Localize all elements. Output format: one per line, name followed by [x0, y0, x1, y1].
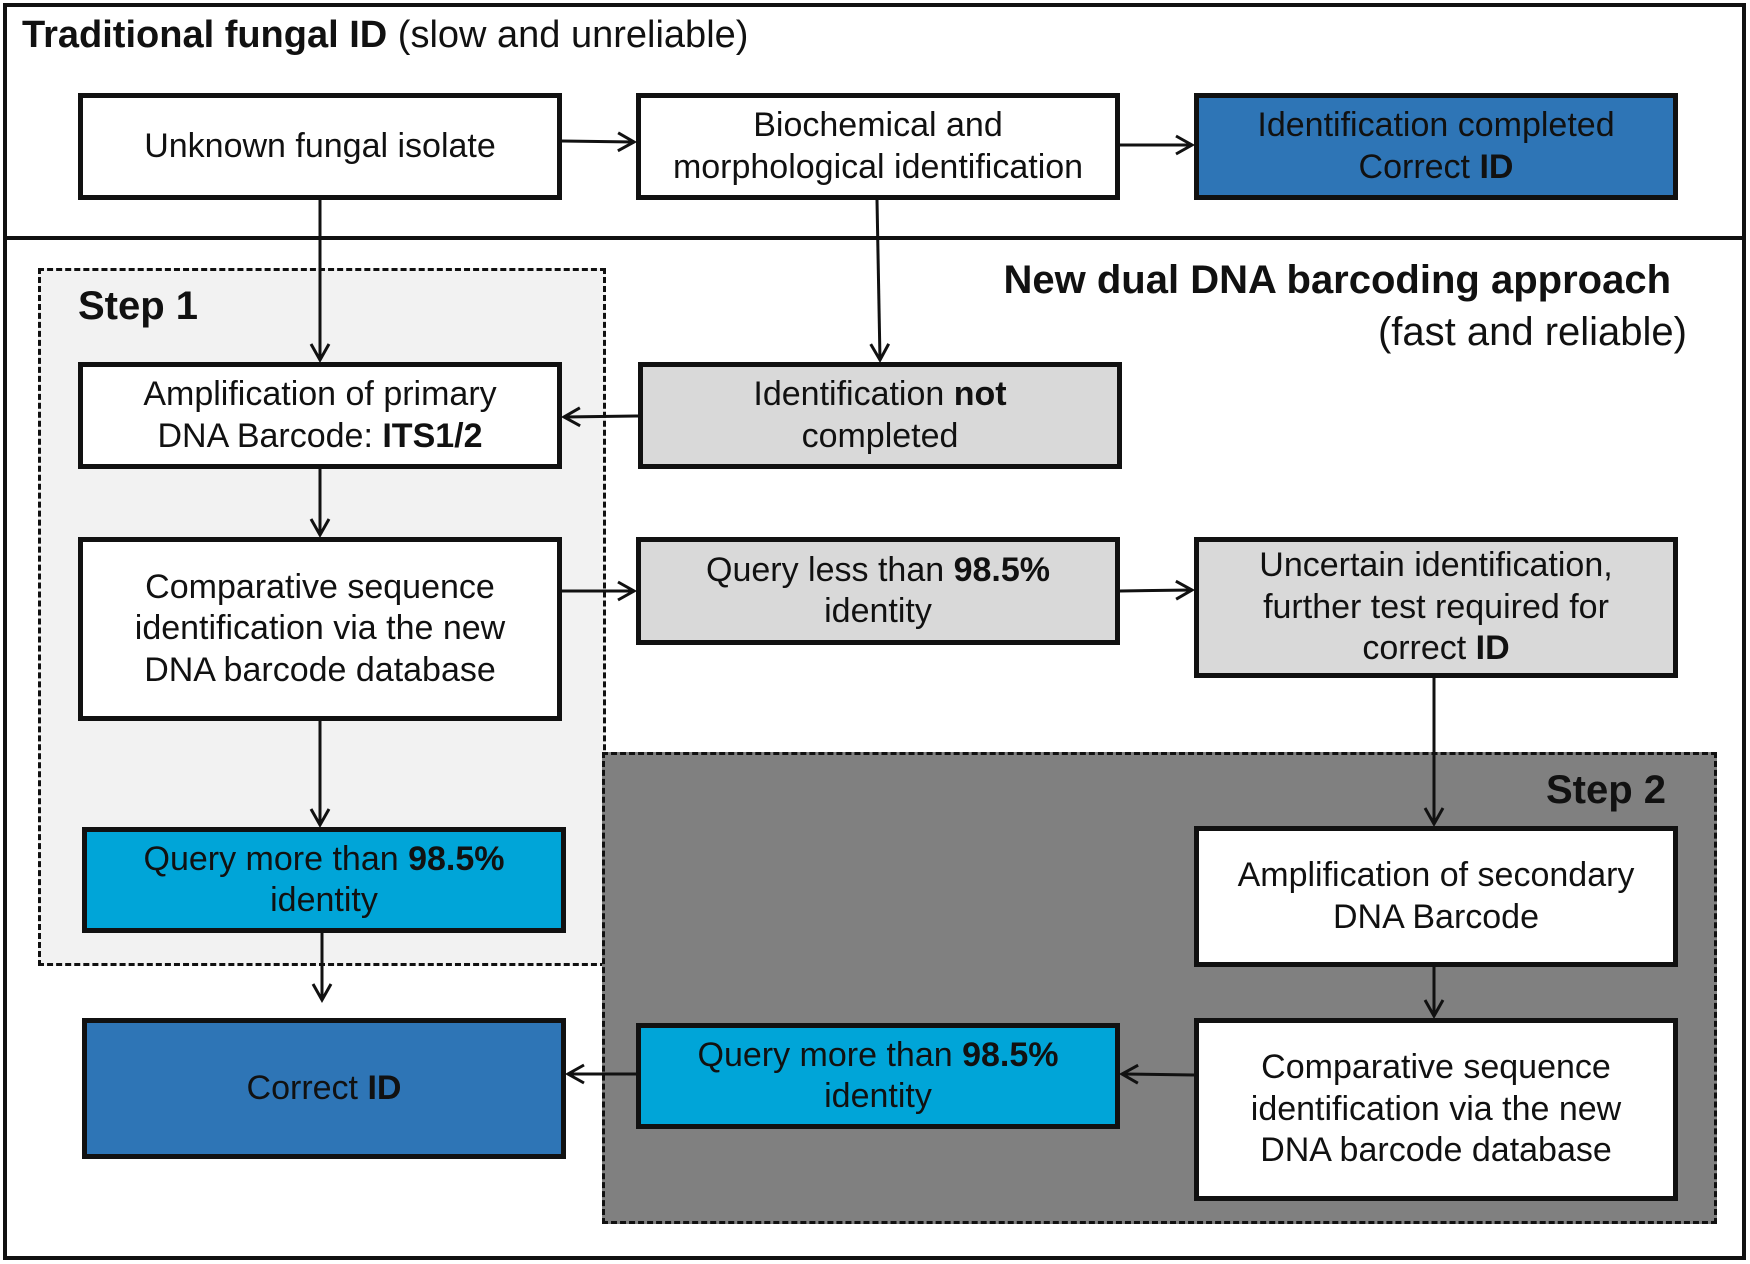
- comparative2-line2: identification via the new: [1250, 1089, 1622, 1128]
- step2-label: Step 2: [1545, 768, 1666, 812]
- id-not-completed-line1-bold: not: [953, 375, 1007, 414]
- amp-primary-line1: Amplification of primary: [143, 375, 497, 414]
- correct-id-bold: ID: [367, 1068, 402, 1107]
- id-completed-box: Identification completed Correct ID: [1194, 93, 1678, 200]
- uncertain-line2: further test required for: [1263, 587, 1609, 626]
- biochemical-id-box: Biochemical and morphological identifica…: [636, 93, 1120, 200]
- comparative2-line1: Comparative sequence: [1261, 1048, 1611, 1087]
- query-more2-line1-bold: 98.5%: [962, 1035, 1059, 1074]
- query-less-line1-bold: 98.5%: [953, 550, 1050, 589]
- query-less-line2: identity: [824, 592, 932, 630]
- id-completed-line2-bold: ID: [1479, 147, 1514, 186]
- new-approach-section-frame: [3, 236, 1746, 1260]
- query-less-box: Query less than 98.5% identity: [636, 537, 1120, 645]
- biochemical-line1: Biochemical and: [753, 106, 1003, 145]
- query-more1-line2: identity: [270, 881, 378, 919]
- unknown-isolate-box: Unknown fungal isolate: [78, 93, 562, 200]
- id-completed-line1: Identification completed: [1257, 106, 1615, 145]
- unknown-isolate-text: Unknown fungal isolate: [144, 126, 496, 165]
- new-approach-subtitle: (fast and reliable): [1377, 310, 1687, 354]
- query-more1-line1-pre: Query more than: [143, 839, 409, 878]
- query-more2-line1-pre: Query more than: [697, 1035, 963, 1074]
- id-not-completed-line2: completed: [801, 416, 959, 455]
- id-not-completed-line1-pre: Identification: [753, 375, 954, 414]
- comparative1-line3: DNA barcode database: [144, 650, 496, 689]
- traditional-heading: Traditional fungal ID (slow and unreliab…: [22, 14, 748, 57]
- correct-id-pre: Correct: [246, 1068, 368, 1107]
- query-less-line1-pre: Query less than: [706, 550, 954, 589]
- amp-primary-line2-pre: DNA Barcode:: [157, 416, 383, 455]
- query-more2-box: Query more than 98.5% identity: [636, 1023, 1120, 1129]
- query-more1-box: Query more than 98.5% identity: [82, 827, 566, 933]
- uncertain-id-box: Uncertain identification, further test r…: [1194, 537, 1678, 678]
- uncertain-line1: Uncertain identification,: [1259, 546, 1613, 585]
- amp-primary-box: Amplification of primary DNA Barcode: IT…: [78, 362, 562, 469]
- biochemical-line2: morphological identification: [672, 147, 1084, 186]
- correct-id-box: Correct ID: [82, 1018, 566, 1159]
- amp-primary-line2-bold: ITS1/2: [382, 416, 483, 455]
- step1-label: Step 1: [78, 284, 199, 328]
- amp-secondary-line1: Amplification of secondary: [1237, 856, 1635, 895]
- id-not-completed-box: Identification not completed: [638, 362, 1122, 469]
- new-approach-title: New dual DNA barcoding approach: [1003, 258, 1671, 302]
- traditional-heading-bold: Traditional fungal ID: [22, 14, 388, 56]
- uncertain-line3-pre: correct: [1362, 629, 1476, 668]
- comparative2-line3: DNA barcode database: [1260, 1131, 1612, 1170]
- comparative1-line1: Comparative sequence: [145, 567, 495, 606]
- uncertain-line3-bold: ID: [1475, 629, 1510, 668]
- amp-secondary-line2: DNA Barcode: [1333, 897, 1539, 936]
- comparative1-box: Comparative sequence identification via …: [78, 537, 562, 721]
- traditional-heading-rest: (slow and unreliable): [387, 14, 749, 56]
- amp-secondary-box: Amplification of secondary DNA Barcode: [1194, 826, 1678, 967]
- query-more2-line2: identity: [824, 1077, 932, 1115]
- comparative2-box: Comparative sequence identification via …: [1194, 1018, 1678, 1201]
- id-completed-line2-pre: Correct: [1358, 147, 1480, 186]
- query-more1-line1-bold: 98.5%: [408, 839, 505, 878]
- comparative1-line2: identification via the new: [134, 609, 506, 648]
